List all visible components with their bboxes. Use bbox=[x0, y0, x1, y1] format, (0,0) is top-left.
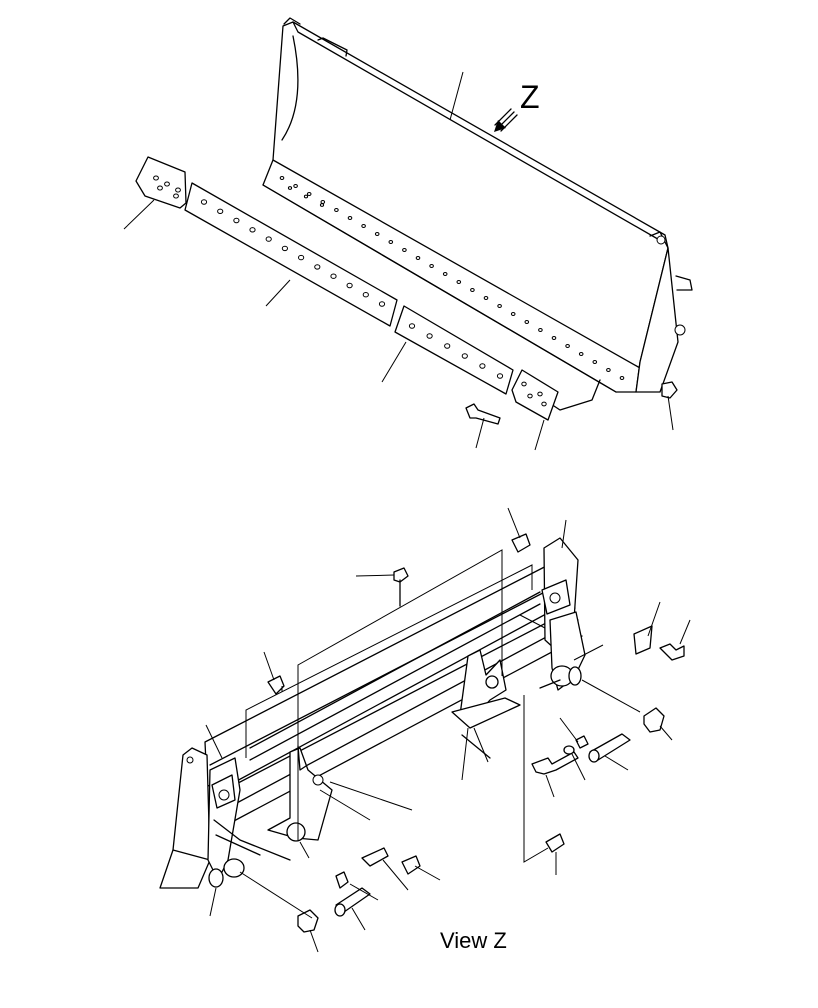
blade-moldboard bbox=[262, 21, 669, 393]
bolt-hole bbox=[538, 327, 543, 333]
connector-lines bbox=[239, 549, 641, 919]
bolt-hole bbox=[456, 279, 462, 285]
view-z-arrow bbox=[494, 108, 518, 132]
bolt-hole bbox=[303, 194, 309, 199]
cross-beam bbox=[204, 559, 576, 791]
bolt-hole bbox=[153, 175, 159, 181]
bolt-hole bbox=[362, 291, 369, 298]
bolt-hole bbox=[320, 199, 326, 205]
leader-lines-top bbox=[123, 71, 674, 451]
center-brace bbox=[267, 747, 333, 841]
bolt-hole bbox=[265, 236, 272, 242]
bolt-hole bbox=[249, 227, 256, 233]
bolt-hole bbox=[619, 375, 625, 381]
bolt-hole bbox=[217, 208, 224, 215]
bolt-hole bbox=[479, 363, 486, 369]
bolt-hole bbox=[233, 217, 240, 224]
bolt-hole bbox=[157, 185, 163, 191]
frame-assembly bbox=[159, 507, 691, 953]
left-end-bit bbox=[135, 156, 187, 209]
bolt-hole bbox=[483, 295, 489, 301]
bolt-hole bbox=[314, 264, 321, 270]
bolt-hole bbox=[175, 187, 181, 193]
cutting-edge-right bbox=[394, 305, 514, 395]
bolt-hole bbox=[444, 343, 451, 349]
bolt-hole bbox=[541, 401, 547, 407]
right-end-bit bbox=[511, 369, 559, 421]
bolt-hole bbox=[361, 223, 366, 229]
cap-left bbox=[297, 909, 319, 933]
leader-lines-bottom bbox=[205, 507, 691, 953]
bolt-hole bbox=[408, 323, 416, 329]
nut bbox=[661, 381, 678, 399]
bolt-hole bbox=[287, 186, 293, 190]
bolt-hole bbox=[200, 199, 208, 205]
bolt-hole bbox=[374, 231, 380, 237]
bolt-hole bbox=[470, 287, 475, 293]
bolt-hole bbox=[524, 319, 530, 325]
cap-right bbox=[643, 707, 665, 733]
bolt-hole bbox=[527, 393, 533, 399]
view-marker-label: Z bbox=[520, 79, 540, 115]
bolt-hole bbox=[279, 175, 285, 181]
washer-right bbox=[563, 745, 575, 755]
bolt-hole bbox=[347, 215, 353, 221]
bolt-hole bbox=[306, 191, 312, 197]
bolt-hole bbox=[551, 335, 557, 341]
bolt-hole bbox=[388, 239, 394, 245]
bolt-hole bbox=[461, 353, 468, 359]
bolt-hole bbox=[592, 359, 598, 365]
plow-bolt bbox=[465, 403, 501, 425]
bolt-hole bbox=[330, 273, 337, 279]
bolt-hole bbox=[606, 367, 611, 373]
bolt-hole bbox=[496, 373, 504, 379]
bolt-hole bbox=[293, 183, 298, 189]
plate-right bbox=[633, 625, 653, 655]
blade-assembly: Z bbox=[123, 17, 693, 451]
bolt-hole bbox=[334, 207, 339, 213]
bolt-hole bbox=[537, 391, 543, 397]
bolt-hole bbox=[298, 254, 305, 261]
bolt-hole bbox=[164, 181, 170, 187]
bolt-hole bbox=[346, 282, 353, 289]
left-end-plate bbox=[159, 747, 211, 889]
bolt-hole bbox=[429, 263, 434, 269]
bolt-hole bbox=[578, 351, 584, 357]
bolt-hole bbox=[173, 193, 179, 199]
bolt-hole bbox=[415, 255, 421, 261]
blade-end-plate bbox=[635, 247, 679, 393]
bolt-hole bbox=[565, 343, 570, 349]
grease-fittings bbox=[267, 533, 565, 875]
bolt-hole bbox=[442, 271, 448, 277]
bolt-hole bbox=[281, 245, 288, 252]
bolt-hole bbox=[426, 333, 433, 339]
bolt-hole bbox=[510, 311, 516, 317]
bolt-hole bbox=[402, 247, 407, 253]
bolt-hole bbox=[497, 303, 502, 309]
bolt-hole bbox=[378, 301, 386, 307]
left-pivot-boss bbox=[223, 858, 245, 878]
view-caption: View Z bbox=[440, 928, 507, 953]
bolt-hole bbox=[521, 381, 527, 387]
bolt-hole bbox=[319, 203, 325, 207]
bolt-right bbox=[531, 751, 579, 775]
bolt-far-right bbox=[659, 643, 685, 661]
